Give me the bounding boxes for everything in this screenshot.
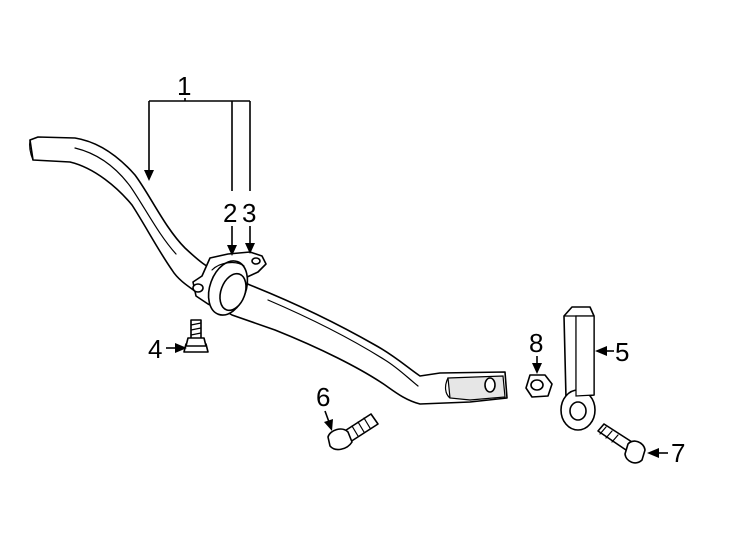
- callout-2: 2: [223, 198, 237, 228]
- stabilizer-link-icon: [560, 306, 596, 431]
- nut-icon: [525, 374, 553, 398]
- callout-1: 1: [177, 71, 191, 101]
- flange-bolt-icon: [327, 413, 379, 451]
- callout-labels: 1 2 3 4 5 6 7 8: [148, 71, 685, 468]
- leader-lines: [144, 98, 668, 458]
- flange-bolt-icon: [597, 423, 646, 464]
- bushing-icon: [207, 260, 249, 316]
- flange-bolt-icon: [183, 319, 209, 353]
- callout-6: 6: [316, 382, 330, 412]
- stabilizer-bar-icon: [29, 136, 508, 405]
- callout-5: 5: [615, 337, 629, 367]
- callout-3: 3: [242, 198, 256, 228]
- callout-7: 7: [671, 438, 685, 468]
- callout-8: 8: [529, 328, 543, 358]
- callout-4: 4: [148, 334, 162, 364]
